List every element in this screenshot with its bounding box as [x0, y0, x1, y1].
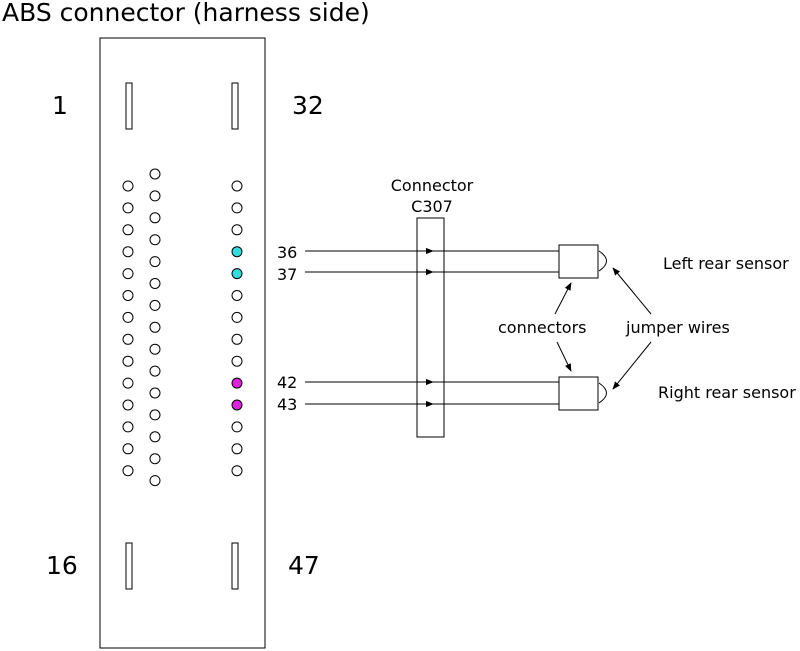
latch-slot-top-right	[231, 82, 239, 130]
connectors-arrow-down	[556, 341, 572, 372]
wire-36: 36	[277, 243, 559, 262]
pin-hole-right-col	[231, 290, 243, 301]
pin-hole-left-col	[122, 311, 134, 323]
pin-hole-left-rear-sensor	[231, 268, 243, 280]
right-sensor-connector	[558, 376, 599, 411]
pin-hole-left-col	[122, 443, 134, 455]
left-jumper-wire	[598, 250, 607, 272]
c307-label-line2: C307	[411, 197, 453, 216]
pin-hole-right-col	[231, 443, 243, 455]
wire-label-43: 43	[277, 395, 297, 414]
connectors-arrow-up	[554, 282, 572, 315]
pin-hole-right-col	[231, 180, 243, 192]
left-sensor-connector	[558, 244, 599, 279]
pin-holes	[122, 168, 243, 487]
pin-number-bottom-right: 47	[288, 551, 320, 580]
latch-slot-bottom-right	[231, 542, 239, 590]
pin-hole-left-col	[122, 377, 134, 389]
pin-hole-left-col	[122, 246, 134, 258]
pin-hole-mid-col	[149, 431, 161, 443]
pin-hole-left-col	[122, 421, 134, 433]
connectors-label: connectors	[498, 318, 586, 337]
pin-hole-mid-col	[149, 299, 161, 311]
pin-number-bottom-left: 16	[46, 551, 78, 580]
pin-hole-left-col	[122, 268, 134, 280]
pin-hole-right-col	[231, 333, 243, 345]
pin-hole-right-col	[231, 311, 243, 323]
pin-hole-right-rear-sensor	[231, 399, 243, 411]
jumper-wires-label: jumper wires	[625, 318, 730, 337]
wire-43: 43	[277, 395, 559, 414]
pin-hole-right-col	[231, 224, 243, 236]
pin-hole-right-col	[231, 202, 243, 214]
pin-hole-mid-col	[149, 365, 161, 377]
pin-hole-left-col	[122, 333, 134, 345]
pin-hole-right-rear-sensor	[231, 377, 243, 389]
wire-label-36: 36	[277, 243, 297, 262]
pin-hole-mid-col	[149, 453, 161, 465]
c307-label-line1: Connector	[391, 176, 474, 195]
diagram-title: ABS connector (harness side)	[2, 0, 370, 27]
pin-hole-mid-col	[149, 168, 161, 180]
pin-hole-mid-col	[149, 278, 161, 289]
wire-label-42: 42	[277, 373, 297, 392]
pin-hole-left-col	[122, 202, 134, 214]
jumper-arrow-down	[612, 341, 652, 390]
pin-hole-right-col	[231, 355, 243, 367]
pin-hole-left-col	[122, 224, 134, 236]
pin-hole-left-col	[122, 399, 134, 411]
pin-hole-left-col	[122, 355, 134, 367]
pin-number-top-right: 32	[292, 91, 324, 120]
wire-42: 42	[277, 373, 559, 392]
pin-number-top-left: 1	[52, 91, 68, 120]
latch-slot-bottom-left	[125, 542, 133, 590]
jumper-arrow-up	[612, 267, 652, 315]
pin-hole-left-col	[122, 465, 134, 477]
wire-label-37: 37	[277, 265, 297, 284]
pin-hole-mid-col	[149, 212, 161, 224]
pin-hole-left-col	[122, 290, 134, 301]
right-jumper-wire	[598, 382, 607, 404]
pin-hole-mid-col	[149, 321, 161, 333]
pin-hole-left-rear-sensor	[231, 246, 243, 258]
latch-slot-top-left	[125, 82, 133, 130]
c307-connector	[416, 217, 445, 438]
pin-hole-mid-col	[149, 387, 161, 399]
pin-hole-right-col	[231, 465, 243, 477]
pin-hole-left-col	[122, 180, 134, 192]
wire-37: 37	[277, 265, 559, 284]
pin-hole-right-col	[231, 421, 243, 433]
pin-hole-mid-col	[149, 234, 161, 246]
pin-hole-mid-col	[149, 475, 161, 487]
pin-hole-mid-col	[149, 256, 161, 268]
pin-hole-mid-col	[149, 409, 161, 421]
right-rear-sensor-label: Right rear sensor	[658, 383, 796, 402]
left-rear-sensor-label: Left rear sensor	[663, 254, 789, 273]
pin-hole-mid-col	[149, 190, 161, 202]
pin-hole-mid-col	[149, 343, 161, 355]
